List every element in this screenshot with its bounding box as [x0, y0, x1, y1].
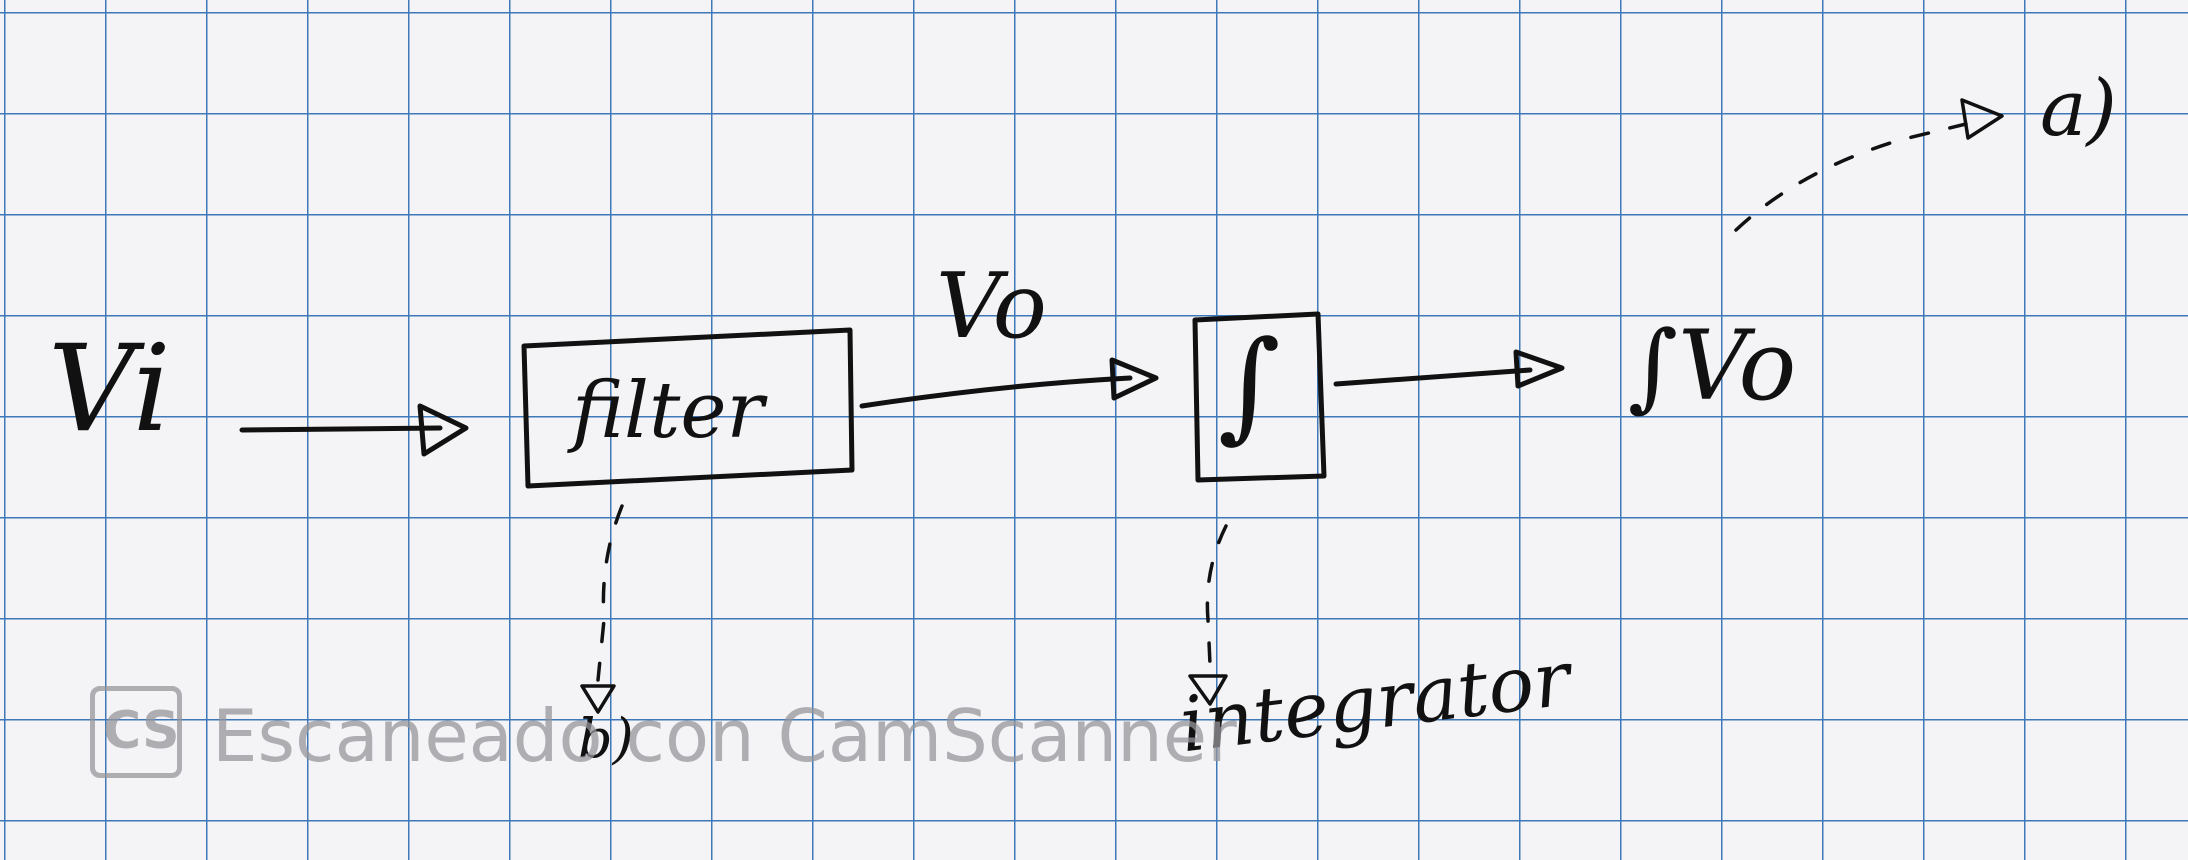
- arrow-head: [580, 684, 616, 714]
- watermark-text: Escaneado con CamScanner: [212, 694, 1237, 778]
- annotation-a: a): [2040, 64, 2117, 154]
- input-label: Vi: [48, 320, 171, 459]
- arrow-filter-to-integrator: [859, 375, 1133, 409]
- arrow-integrator-to-output: [1333, 367, 1533, 387]
- integrator-output-label: ∫Vo: [1628, 310, 1797, 422]
- camscanner-logo-text: CS: [103, 701, 180, 761]
- arrow-head: [1109, 357, 1159, 401]
- dashed-line-to-b: [596, 504, 624, 682]
- camscanner-logo: CS: [90, 686, 182, 778]
- arrow-head: [1513, 349, 1565, 389]
- integrator-block: [1192, 311, 1327, 483]
- filter-block: [521, 327, 855, 489]
- dashed-line-to-integrator-note: [1205, 524, 1228, 666]
- arrow-head: [417, 403, 469, 457]
- dashed-line-to-a: [1734, 122, 1968, 232]
- integrator-symbol: ∫: [1218, 316, 1281, 455]
- filter-label: filter: [572, 366, 764, 456]
- annotation-b: b): [578, 707, 634, 770]
- arrow-head: [1188, 674, 1228, 706]
- arrow-input-to-filter: [239, 425, 443, 433]
- filter-output-label: Vo: [936, 254, 1047, 359]
- arrow-head: [1960, 98, 2004, 140]
